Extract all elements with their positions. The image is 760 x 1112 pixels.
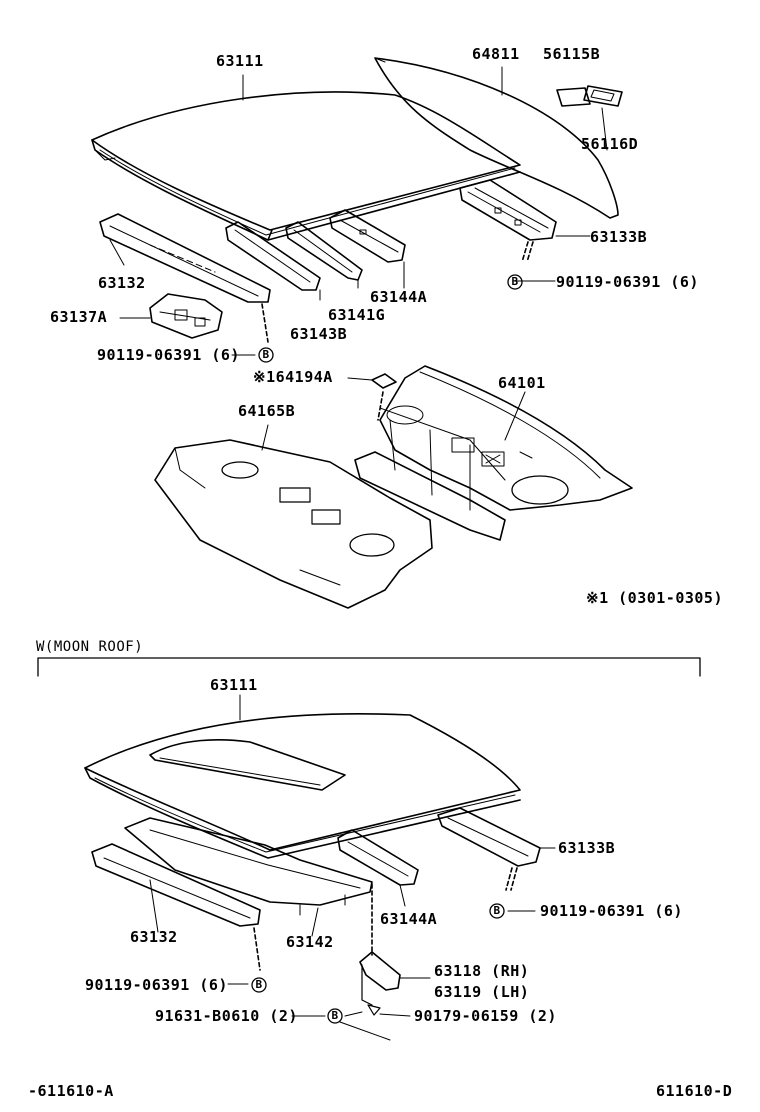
label-bolt-upper-left: 90119-06391 (6) (97, 346, 240, 364)
label-63144A-upper: 63144A (370, 288, 428, 306)
footer-code-right: 611610-D (656, 1082, 733, 1100)
roof-bow-63143B (225, 221, 321, 291)
label-64101: 64101 (498, 374, 546, 392)
roof-bow-63141G (285, 221, 363, 281)
roof-panel-upper (91, 91, 521, 241)
emblem-56115B (556, 87, 591, 107)
bolt-marker-b-lower-left: B (255, 978, 263, 991)
rear-header-lower (437, 807, 541, 891)
section-title-moon-roof: W(MOON ROOF) (36, 639, 144, 655)
label-64811: 64811 (472, 45, 520, 63)
bolt-marker-circles (251, 274, 523, 1024)
leader-lines-upper (109, 66, 608, 451)
back-window (374, 57, 619, 219)
label-64165B: 64165B (238, 402, 296, 420)
package-tray-64101 (354, 365, 633, 541)
label-63133B-lower: 63133B (558, 839, 616, 857)
label-63111-lower: 63111 (210, 676, 258, 694)
label-63118: 63118 (RH) (434, 962, 530, 980)
label-63132-upper: 63132 (98, 274, 146, 292)
reinforcement-63142 (124, 817, 373, 916)
label-91631-B0610: 91631-B0610 (2) (155, 1007, 298, 1025)
tray-trim-64165B (154, 439, 433, 609)
label-63133B-upper: 63133B (590, 228, 648, 246)
label-63144A-lower: 63144A (380, 910, 438, 928)
label-63132-lower: 63132 (130, 928, 178, 946)
leader-lines-lower (149, 694, 556, 1041)
front-header-upper (99, 213, 271, 343)
label-63143B: 63143B (290, 325, 348, 343)
label-164194A: ※164194A (253, 368, 333, 386)
label-63119: 63119 (LH) (434, 983, 530, 1001)
label-footnote: ※1 (0301-0305) (586, 589, 723, 607)
bolt-marker-b-lower-right: B (493, 904, 501, 917)
label-63111-upper: 63111 (216, 52, 264, 70)
label-63141G: 63141G (328, 306, 386, 324)
label-63137A: 63137A (50, 308, 108, 326)
bolt-marker-b-lower-screw: B (331, 1009, 339, 1022)
bracket-63118-63119 (359, 883, 401, 1016)
label-56115B: 56115B (543, 45, 601, 63)
label-bolt-lower-right: 90119-06391 (6) (540, 902, 683, 920)
moon-roof-bracket-line (37, 657, 701, 677)
emblem-56116D (583, 85, 623, 107)
bolt-marker-b-upper-left: B (262, 348, 270, 361)
bracket-63137A (149, 293, 223, 339)
rear-header-upper (459, 179, 557, 263)
label-63142: 63142 (286, 933, 334, 951)
label-bolt-upper-right: 90119-06391 (6) (556, 273, 699, 291)
label-90179-06159: 90179-06159 (2) (414, 1007, 557, 1025)
label-56116D: 56116D (581, 135, 639, 153)
front-header-lower (91, 843, 261, 971)
roof-panel-lower (84, 713, 521, 859)
label-bolt-lower-left: 90119-06391 (6) (85, 976, 228, 994)
pad-164194A (371, 373, 397, 421)
bolt-marker-b-upper-right: B (511, 275, 519, 288)
roof-bow-63144A (329, 209, 406, 263)
footer-code-left: -611610-A (28, 1082, 114, 1100)
roof-bow-63144A-lower (337, 829, 419, 886)
